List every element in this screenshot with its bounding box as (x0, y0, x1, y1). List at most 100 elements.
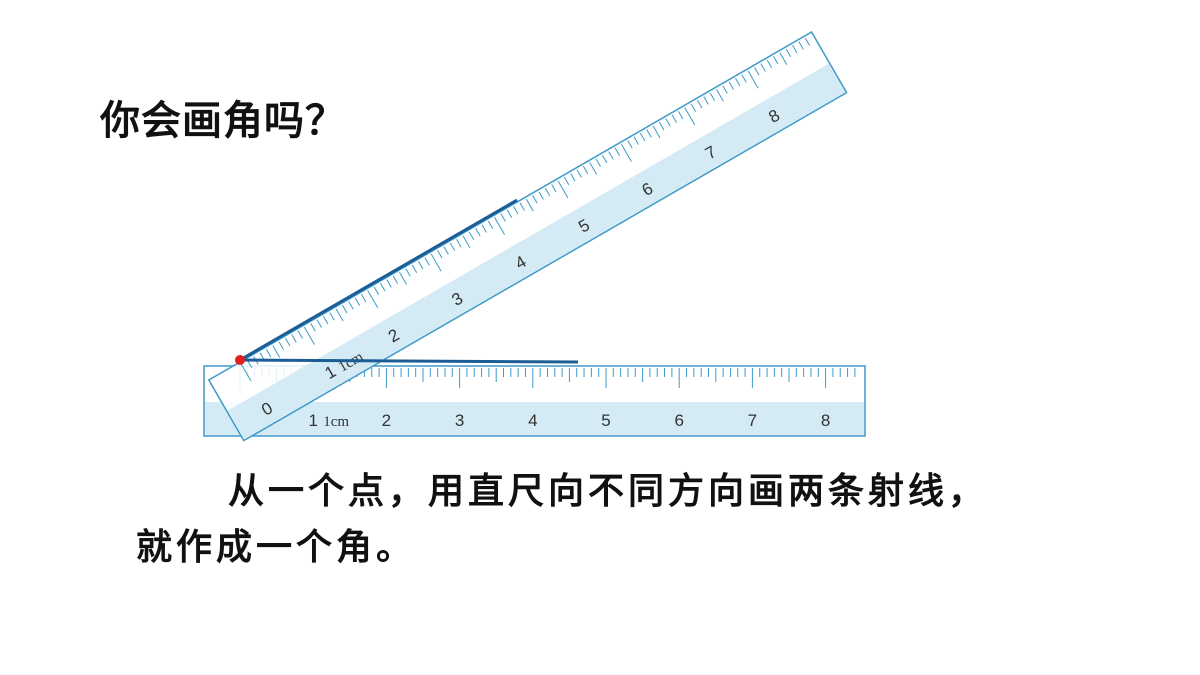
ruler-tick (570, 173, 576, 182)
ruler-tick (658, 121, 665, 131)
ruler-tick (633, 136, 639, 145)
ruler-tick (684, 107, 696, 126)
ruler-tick (766, 59, 773, 68)
ruler-tick (601, 154, 608, 164)
ruler-tick (557, 180, 569, 199)
ruler-tick (405, 268, 411, 277)
ruler-number: 3 (455, 411, 464, 430)
ruler-tick (785, 48, 792, 58)
ruler-tick (754, 67, 760, 76)
ruler-tick (690, 103, 697, 112)
ray-horizontal (239, 358, 579, 364)
caption-line-1: 从一个点，用直尺向不同方向画两条射线， (228, 470, 989, 512)
ruler-tick (265, 348, 272, 358)
ruler-tick (481, 224, 487, 233)
ruler-tick (728, 81, 735, 90)
ruler-tick (310, 323, 316, 332)
caption-line-2: 就作成一个角。 (136, 526, 417, 568)
ruler-tick (665, 118, 671, 127)
ruler-tick (500, 213, 506, 222)
ruler-tick (284, 337, 291, 347)
ruler-tick (462, 235, 471, 249)
ruler-tick (361, 293, 367, 303)
ruler-tick (316, 319, 323, 328)
ruler-tick (475, 228, 481, 237)
ruler-tick (563, 176, 570, 186)
ruler-tick (487, 220, 494, 230)
ruler-tick (456, 239, 462, 248)
ruler-tick (798, 41, 804, 50)
ruler-tick (716, 88, 724, 102)
ruler-tick (576, 169, 582, 178)
ruler-tick (519, 202, 525, 211)
ruler-tick (671, 114, 678, 123)
ruler-unit-label: 1cm (323, 414, 349, 430)
ruler-tick (418, 261, 424, 270)
ruler-tick (437, 250, 443, 259)
ruler-number: 2 (382, 411, 391, 430)
ruler-tick (741, 74, 747, 83)
page-title: 你会画角吗？ (100, 98, 346, 144)
ruler-number: 8 (821, 411, 830, 430)
ruler-tick (494, 217, 506, 235)
ruler-tick (411, 264, 418, 273)
ruler-tick (506, 209, 513, 219)
ruler-tick (627, 140, 633, 149)
ruler-tick (430, 253, 442, 272)
ruler-band (205, 402, 864, 435)
ruler-tick (341, 304, 348, 314)
ruler-tick (399, 271, 407, 285)
ruler-tick (538, 191, 544, 200)
ruler-tick (278, 341, 284, 350)
ruler-tick (608, 151, 614, 160)
ruler-tick (443, 246, 449, 255)
ruler-tick (696, 99, 703, 109)
ruler-tick (747, 70, 759, 89)
ruler-tick (240, 363, 252, 382)
ruler-tick (760, 63, 766, 72)
ruler-tick (703, 96, 709, 105)
ruler-tick (779, 52, 788, 66)
ruler-tick (449, 242, 456, 251)
ruler-tick (367, 290, 379, 309)
ruler-tick (348, 301, 354, 310)
ruler-tick (582, 165, 589, 175)
ruler-tick (373, 286, 380, 295)
ruler-tick (386, 279, 392, 288)
ruler-tick (614, 147, 620, 156)
ruler-tick (677, 110, 684, 120)
ruler-tick (354, 297, 361, 306)
ruler-tick (709, 92, 716, 101)
ruler-tick (722, 85, 728, 94)
ray-tilted (239, 198, 518, 362)
ruler-tick (291, 334, 297, 343)
ruler-tick (804, 37, 811, 47)
ruler-tick (424, 257, 430, 266)
ruler-tick (532, 195, 538, 204)
ruler-tick (646, 129, 652, 138)
ruler-band (227, 63, 846, 440)
ruler-number: 7 (748, 411, 757, 430)
ruler-tick (620, 143, 632, 162)
ruler-tick (322, 315, 329, 325)
ruler-number: 6 (674, 411, 683, 430)
ruler-tick (525, 198, 534, 212)
ruler-tick (551, 184, 557, 193)
ruler-tick (792, 45, 798, 54)
ruler-tick (303, 326, 315, 345)
ruler-tick (329, 312, 335, 321)
ruler-tick (468, 231, 475, 241)
vertex-point (235, 355, 245, 365)
ruler-tick (513, 206, 519, 215)
ruler-tick (652, 125, 661, 139)
ruler-tick (392, 275, 399, 284)
angle-rays (235, 198, 579, 365)
ruler-tick (272, 345, 281, 358)
ruler-tick (380, 282, 386, 292)
ruler-tick (773, 56, 779, 65)
ruler-tick (297, 330, 303, 339)
ruler-tick (335, 308, 344, 322)
